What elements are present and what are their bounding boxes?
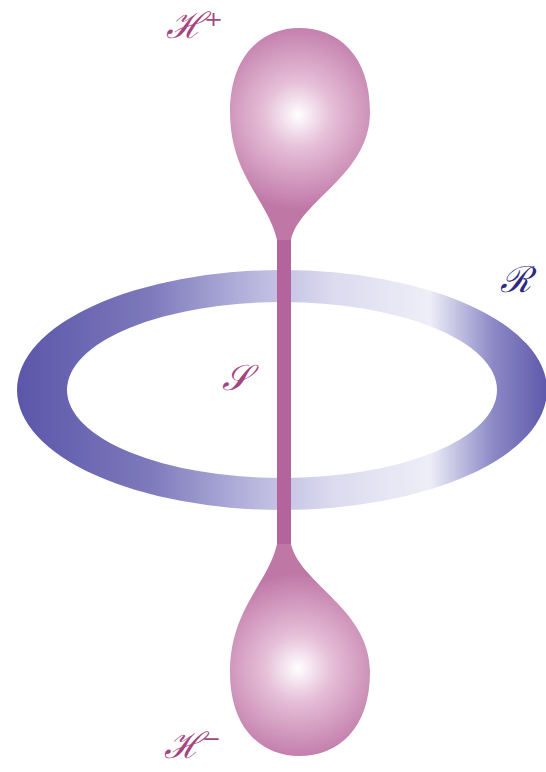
stick-label: 𝒮 (222, 360, 250, 396)
horizon-label: ℋ⁻ (164, 728, 221, 764)
horizon-label: ℋ⁺ (166, 8, 223, 44)
top-bulb (230, 28, 370, 240)
stick (277, 232, 291, 552)
bottom-bulb (230, 544, 370, 756)
ring-label: ℛ (500, 262, 531, 298)
